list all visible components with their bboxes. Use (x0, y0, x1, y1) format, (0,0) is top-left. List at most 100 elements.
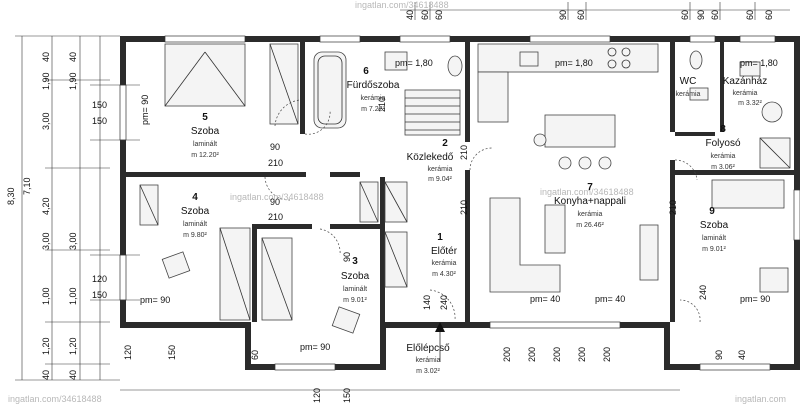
room-floor: kerámia (578, 211, 603, 218)
room-name: Szoba (700, 220, 729, 231)
room-number: 3 (352, 256, 358, 267)
dim-label: 210 (459, 145, 469, 160)
sill-label: pm= 40 (530, 294, 560, 304)
dim-label: 90 (342, 252, 352, 262)
watermark: ingatlan.com/34618488 (230, 192, 324, 202)
room-area: m 9.80² (183, 232, 207, 239)
dim-label: 1,90 (68, 72, 78, 90)
room-number: 8 (720, 124, 726, 135)
watermark: ingatlan.com/34618488 (540, 187, 634, 197)
sill-label: pm= 90 (740, 294, 770, 304)
room-name: Kazánház (723, 76, 767, 87)
sill-label: pm= 1,80 (740, 58, 778, 68)
room-area: m 3.06² (711, 164, 735, 171)
dim-label: 90 (696, 10, 706, 20)
sill-label: pm= 40 (595, 294, 625, 304)
dim-label: 210 (459, 200, 469, 215)
room-area: m 4.30² (432, 271, 456, 278)
room-labels: 5 Szoba laminált m 12.20² 6 Fürdőszoba k… (181, 66, 767, 375)
inner-walls (126, 42, 794, 327)
room-floor: kerámia (416, 357, 441, 364)
sill-labels: pm= 1,80 pm= 1,80 pm= 1,80 pm= 90 pm= 90… (140, 58, 778, 352)
dim-label: 90 (270, 197, 280, 207)
room-name: Folyosó (705, 138, 740, 149)
dim-label: 60 (434, 10, 444, 20)
door-dimensions: 90 210 90 210 210 210 90 210 210 140 240… (268, 97, 708, 310)
dim-label: 1,20 (68, 337, 78, 355)
room-name: Előlépcső (406, 343, 450, 354)
dim-label: 240 (439, 295, 449, 310)
room-name: Előtér (431, 246, 458, 257)
dim-label: 140 (422, 295, 432, 310)
room-area: m 9.01² (702, 246, 726, 253)
dim-label: 150 (342, 388, 352, 403)
dim-label: 200 (577, 347, 587, 362)
dim-label: 60 (576, 10, 586, 20)
dim-label: 1,20 (41, 337, 51, 355)
dim-label: 120 (92, 274, 107, 284)
bottom-dimensions: 120 150 60 120 150 200 200 200 200 200 9… (123, 345, 747, 403)
room-name: WC (680, 76, 697, 87)
room-name: Közlekedő (407, 152, 454, 163)
dim-label: 60 (680, 10, 690, 20)
dim-label: 7,10 (22, 177, 32, 195)
sill-label: pm= 90 (300, 342, 330, 352)
room-floor: kerámia (733, 90, 758, 97)
dim-label: 60 (250, 350, 260, 360)
room-area: m 3.32² (738, 100, 762, 107)
dim-label: 40 (41, 52, 51, 62)
top-dimensions: 40 60 60 90 60 60 90 60 60 60 (405, 10, 774, 20)
dim-label: 120 (312, 388, 322, 403)
room-floor: kerámia (676, 91, 701, 98)
watermark: ingatlan.com/34618488 (355, 0, 449, 10)
dim-label: 150 (92, 100, 107, 110)
sill-label: pm= 90 (140, 95, 150, 125)
room-number: 2 (442, 138, 448, 149)
room-area: m 9.01² (343, 297, 367, 304)
dim-label: 1,90 (41, 72, 51, 90)
room-floor: laminált (193, 141, 217, 148)
watermark: ingatlan.com/34618488 (8, 394, 102, 404)
room-floor: kerámia (361, 95, 386, 102)
watermark: ingatlan.com (735, 394, 786, 404)
dim-label: 150 (92, 290, 107, 300)
dim-label: 60 (745, 10, 755, 20)
dim-label: 3,00 (68, 232, 78, 250)
room-floor: kerámia (428, 166, 453, 173)
sill-label: pm= 90 (140, 295, 170, 305)
dim-label: 200 (502, 347, 512, 362)
room-name: Fürdőszoba (347, 80, 400, 91)
dim-label: 40 (737, 350, 747, 360)
dim-label: 90 (558, 10, 568, 20)
room-floor: kerámia (711, 153, 736, 160)
room-name: Szoba (181, 206, 210, 217)
sill-label: pm= 1,80 (555, 58, 593, 68)
dim-label: 1,00 (41, 287, 51, 305)
room-number: 9 (709, 206, 715, 217)
dim-label: 210 (268, 212, 283, 222)
dim-label: 60 (710, 10, 720, 20)
dim-label: 200 (602, 347, 612, 362)
room-floor: laminált (343, 286, 367, 293)
dim-label: 4,20 (41, 197, 51, 215)
left-dimensions: 8,30 7,10 40 1,90 3,00 4,20 3,00 1,00 1,… (6, 52, 107, 380)
sill-label: pm= 1,80 (395, 58, 433, 68)
entrance-arrow (435, 322, 445, 362)
furniture (139, 43, 791, 334)
dim-label: 40 (41, 370, 51, 380)
room-name: Szoba (191, 126, 220, 137)
room-area: m 12.20² (191, 152, 219, 159)
dim-label: 150 (92, 116, 107, 126)
dim-label: 150 (167, 345, 177, 360)
room-number: 1 (437, 232, 443, 243)
room-number: 5 (202, 112, 208, 123)
dimension-lines (15, 2, 790, 391)
dim-label: 210 (668, 200, 678, 215)
watermarks: ingatlan.com/34618488 ingatlan.com/34618… (8, 0, 786, 404)
room-area: m 26.46² (576, 222, 604, 229)
room-number: 7 (587, 182, 593, 193)
room-floor: laminált (702, 235, 726, 242)
door-swings (264, 99, 701, 323)
room-name: Konyha+nappali (554, 196, 626, 207)
